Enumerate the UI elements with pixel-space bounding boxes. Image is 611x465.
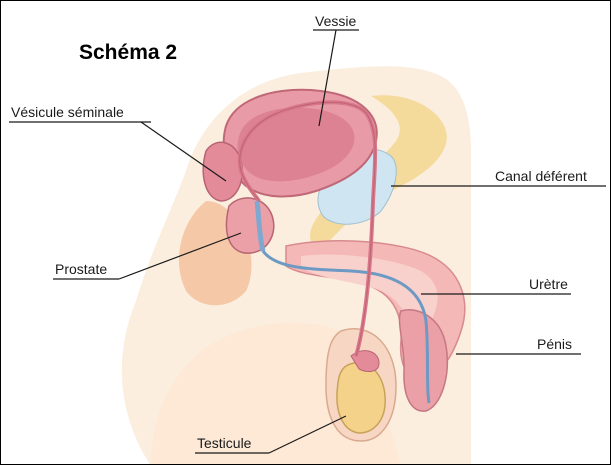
label-prostate: Prostate xyxy=(55,261,107,277)
label-canal-deferent: Canal déférent xyxy=(495,168,587,184)
label-penis: Pénis xyxy=(537,336,572,352)
label-uretre: Urètre xyxy=(529,276,568,292)
seminal-vesicle xyxy=(203,142,242,201)
label-testicule: Testicule xyxy=(197,435,252,451)
label-vesicule-seminale: Vésicule séminale xyxy=(11,104,124,120)
label-vessie: Vessie xyxy=(315,13,356,29)
prostate-gland xyxy=(226,198,273,253)
diagram-title: Schéma 2 xyxy=(79,41,177,64)
testicle xyxy=(337,363,385,433)
